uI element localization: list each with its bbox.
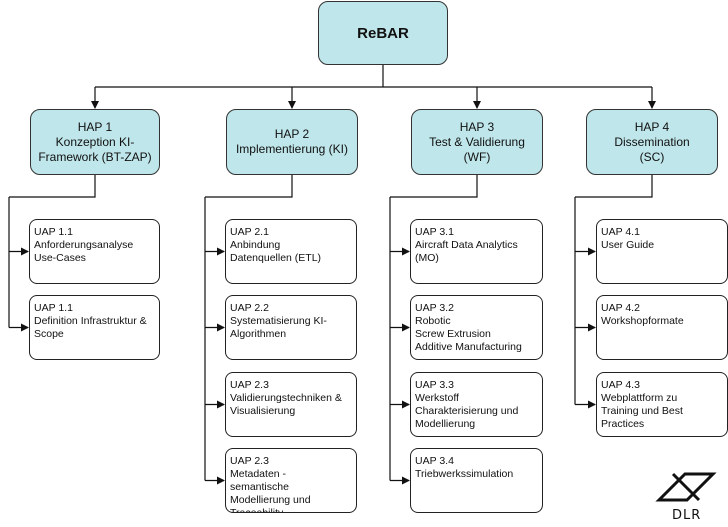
- hap-node-4: HAP 4 Dissemination (SC): [586, 109, 718, 175]
- uap-node-2-4: UAP 2.3 Metadaten - semantische Modellie…: [225, 448, 357, 513]
- uap-node-4-3: UAP 4.3 Webplattform zu Training und Bes…: [596, 372, 728, 437]
- dlr-logo-icon: [655, 472, 717, 502]
- root-node: ReBAR: [318, 1, 448, 65]
- uap-node-1-2: UAP 1.1 Definition Infrastruktur & Scope: [29, 295, 160, 360]
- uap-node-3-4: UAP 3.4 Triebwerkssimulation: [410, 448, 543, 513]
- uap-node-3-1: UAP 3.1 Aircraft Data Analytics (MO): [410, 219, 543, 284]
- uap-node-2-1: UAP 2.1 Anbindung Datenquellen (ETL): [225, 219, 357, 284]
- logo-text: DLR: [672, 508, 702, 523]
- uap-node-3-3: UAP 3.3 Werkstoff Charakterisierung und …: [410, 372, 543, 437]
- hap-node-3: HAP 3 Test & Validierung (WF): [411, 109, 543, 175]
- uap-node-4-1: UAP 4.1 User Guide: [596, 219, 728, 284]
- uap-node-1-1: UAP 1.1 Anforderungsanalyse Use-Cases: [29, 219, 160, 284]
- uap-node-2-3: UAP 2.3 Validierungstechniken & Visualis…: [225, 372, 357, 437]
- uap-node-4-2: UAP 4.2 Workshopformate: [596, 295, 728, 360]
- hap-node-2: HAP 2 Implementierung (KI): [226, 109, 358, 175]
- uap-node-3-2: UAP 3.2 Robotic Screw Extrusion Additive…: [410, 295, 543, 360]
- hap-node-1: HAP 1 Konzeption KI- Framework (BT-ZAP): [30, 109, 160, 175]
- uap-node-2-2: UAP 2.2 Systematisierung KI- Algorithmen: [225, 295, 357, 360]
